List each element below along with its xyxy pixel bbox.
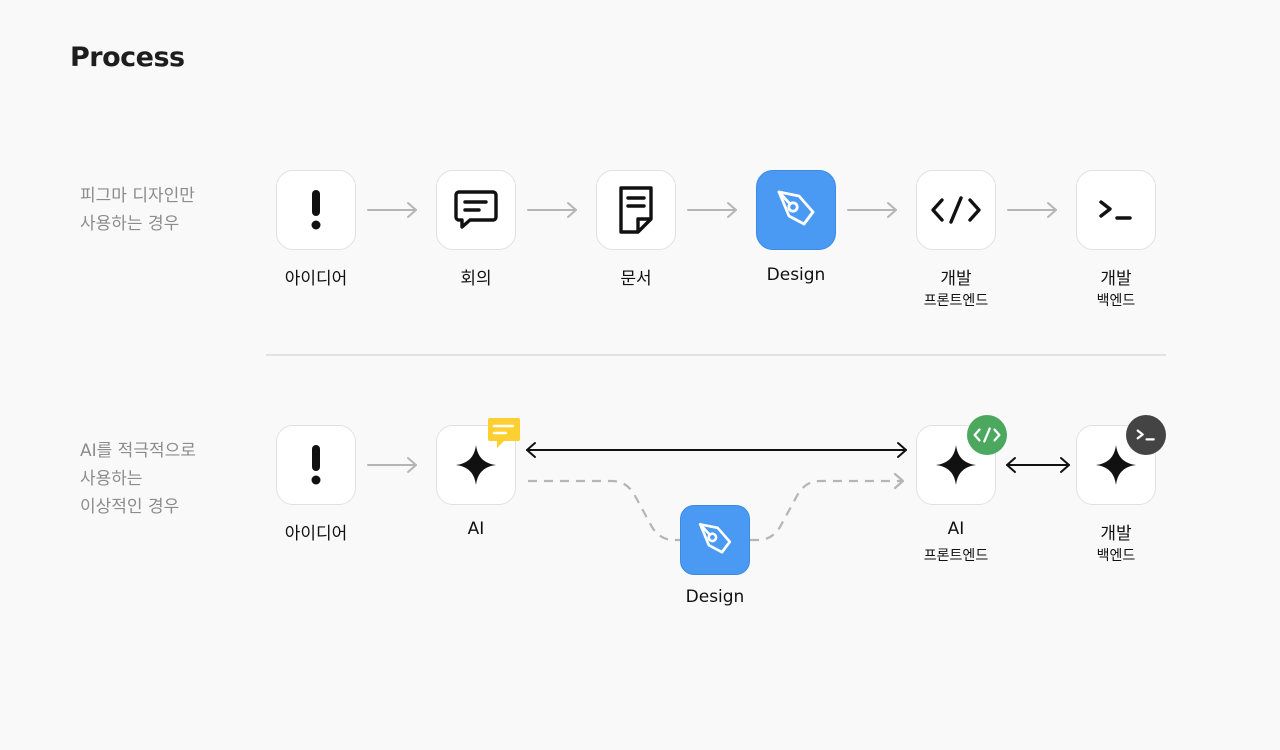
page-title: Process bbox=[70, 42, 185, 73]
row1-node-backend[interactable] bbox=[1076, 170, 1156, 250]
row1-label-idea: 아이디어 bbox=[284, 269, 348, 289]
row1-arrow-5 bbox=[1007, 202, 1057, 218]
row1-arrow-2 bbox=[527, 202, 577, 218]
row2-arrow-frontend-to-backend bbox=[1006, 457, 1070, 473]
row1-label-meeting: 회의 bbox=[460, 269, 492, 289]
row2-arrow-idea-to-ai bbox=[367, 457, 417, 473]
row1-sublabel-frontend: 프론트엔드 bbox=[923, 293, 989, 309]
sparkle-icon bbox=[454, 443, 498, 487]
row2-label-ai-frontend: AI bbox=[947, 519, 965, 539]
row1-label-frontend: 개발 bbox=[940, 269, 972, 289]
row2-sublabel-backend: 백엔드 bbox=[1096, 548, 1136, 564]
row1-sublabel-backend: 백엔드 bbox=[1096, 293, 1136, 309]
row2-dashed-arrowhead bbox=[893, 472, 905, 490]
code-icon bbox=[930, 195, 982, 225]
row2-sublabel-ai-frontend: 프론트엔드 bbox=[923, 548, 989, 564]
row1-node-idea[interactable] bbox=[276, 170, 356, 250]
row2-arrow-ai-to-frontend bbox=[526, 442, 907, 458]
chat-bubble-icon bbox=[486, 416, 522, 456]
pen-tool-icon bbox=[773, 187, 819, 233]
terminal-icon bbox=[1096, 195, 1136, 225]
row1-label-design: Design bbox=[766, 265, 826, 285]
row1-label-document: 문서 bbox=[620, 269, 652, 289]
row1-caption: 피그마 디자인만 사용하는 경우 bbox=[80, 182, 195, 238]
row2-label-design: Design bbox=[685, 587, 745, 607]
row2-caption-line-2: 사용하는 bbox=[80, 469, 143, 489]
row2-label-idea: 아이디어 bbox=[284, 524, 348, 544]
exclamation-icon bbox=[296, 188, 336, 232]
row2-caption-line-1: AI를 적극적으로 bbox=[80, 441, 196, 461]
sparkle-icon bbox=[934, 443, 978, 487]
row2-label-ai: AI bbox=[467, 519, 485, 539]
row2-dashed-design-path bbox=[528, 479, 902, 542]
row1-caption-line-2: 사용하는 경우 bbox=[80, 214, 180, 234]
row1-label-backend: 개발 bbox=[1100, 269, 1132, 289]
terminal-badge-icon bbox=[1126, 415, 1166, 455]
row2-caption: AI를 적극적으로 사용하는 이상적인 경우 bbox=[80, 437, 196, 521]
row1-caption-line-1: 피그마 디자인만 bbox=[80, 186, 195, 206]
row1-arrow-3 bbox=[687, 202, 737, 218]
row1-arrow-4 bbox=[847, 202, 897, 218]
pen-tool-icon bbox=[695, 520, 735, 560]
row1-node-meeting[interactable] bbox=[436, 170, 516, 250]
section-divider bbox=[266, 354, 1166, 356]
row1-arrow-1 bbox=[367, 202, 417, 218]
row2-label-backend: 개발 bbox=[1100, 524, 1132, 544]
row2-node-design[interactable] bbox=[680, 505, 750, 575]
document-icon bbox=[616, 185, 656, 235]
row1-node-design[interactable] bbox=[756, 170, 836, 250]
chat-icon bbox=[453, 188, 499, 232]
row1-node-document[interactable] bbox=[596, 170, 676, 250]
exclamation-icon bbox=[296, 443, 336, 487]
code-badge-icon bbox=[967, 415, 1007, 455]
sparkle-icon bbox=[1094, 443, 1138, 487]
row1-node-frontend[interactable] bbox=[916, 170, 996, 250]
row2-caption-line-3: 이상적인 경우 bbox=[80, 497, 180, 517]
row2-node-idea[interactable] bbox=[276, 425, 356, 505]
